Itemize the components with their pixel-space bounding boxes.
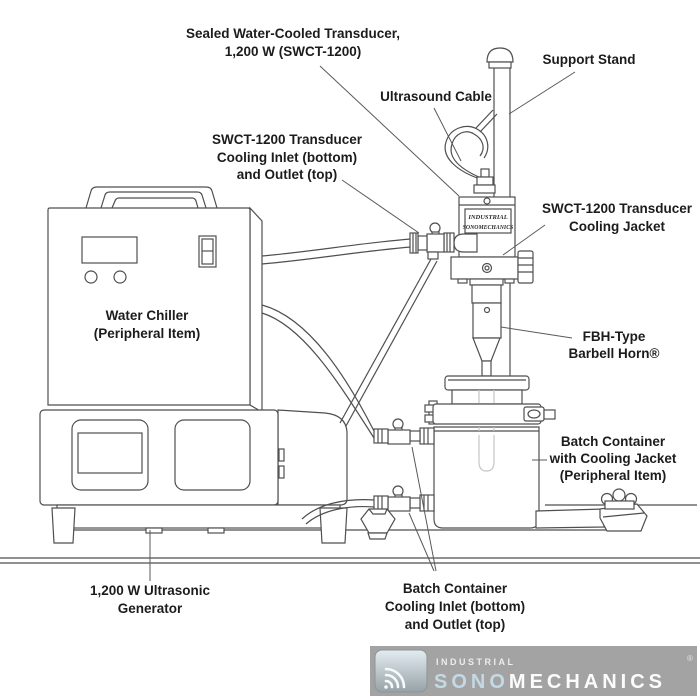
label-barbell-horn-1: FBH-Type	[583, 329, 646, 344]
container-valve-top	[373, 418, 435, 445]
label-transducer-cooling-3: and Outlet (top)	[237, 167, 337, 182]
cable-connector	[480, 168, 490, 178]
chiller-knob	[84, 270, 98, 284]
stand-star-knob	[604, 500, 635, 510]
logo-industrial-text: INDUSTRIAL	[436, 657, 516, 667]
label-cooling-jacket-2: Cooling Jacket	[569, 219, 666, 234]
clamp-knob	[517, 250, 534, 284]
generator-drawing	[39, 409, 348, 544]
container-valve-bottom	[373, 485, 435, 512]
transducer-marking-industrial: INDUSTRIAL	[467, 214, 507, 221]
container-lid-flange	[444, 375, 530, 391]
barbell-horn-drawing	[469, 278, 504, 377]
chiller-display	[81, 236, 138, 264]
label-support-stand: Support Stand	[543, 52, 636, 67]
generator-foot	[319, 507, 348, 544]
ultrasound-cable-drawing	[444, 109, 498, 181]
logo-sonomechanics-text: SONOMECHANICS	[434, 671, 666, 693]
cooling-hoses-drawing	[261, 238, 438, 525]
label-sealed-transducer-2: 1,200 W (SWCT-1200)	[225, 44, 362, 59]
label-batch-cooling-1: Batch Container	[403, 581, 508, 596]
label-cooling-jacket-1: SWCT-1200 Transducer	[542, 201, 693, 216]
logo-mechanics-part: MECHANICS	[509, 671, 666, 693]
water-chiller-drawing	[47, 186, 263, 414]
logo-sono-part: SONO	[434, 671, 509, 693]
batch-container-drawing	[373, 375, 556, 529]
transducer-nameplate	[464, 208, 512, 234]
transducer-valve	[426, 233, 445, 253]
label-batch-cooling-3: and Outlet (top)	[405, 617, 505, 632]
label-batch-container-1: Batch Container	[561, 434, 666, 449]
label-batch-container-3: (Peripheral Item)	[560, 468, 667, 483]
label-generator-2: Generator	[118, 601, 183, 616]
label-batch-cooling-2: Cooling Inlet (bottom)	[385, 599, 525, 614]
label-batch-container-2: with Cooling Jacket	[549, 451, 677, 466]
chiller-knob	[113, 270, 127, 284]
leader-lines	[149, 65, 576, 581]
chiller-handle	[85, 186, 218, 209]
container-body	[433, 426, 540, 529]
support-stand-drawing	[486, 47, 514, 376]
brand-logo: INDUSTRIAL SONOMECHANICS ®	[370, 646, 697, 696]
label-transducer-cooling-1: SWCT-1200 Transducer	[212, 132, 363, 147]
label-water-chiller-2: (Peripheral Item)	[94, 326, 201, 341]
label-water-chiller-1: Water Chiller	[106, 308, 190, 323]
label-barbell-horn-2: Barbell Horn®	[569, 346, 660, 361]
stand-foot	[599, 503, 648, 532]
logo-registered-mark: ®	[687, 654, 693, 663]
transducer-marking-sonomechanics: SONOMECHANICS	[463, 225, 514, 231]
label-transducer-cooling-2: Cooling Inlet (bottom)	[217, 150, 357, 165]
labels: Sealed Water-Cooled Transducer, 1,200 W …	[90, 26, 693, 632]
sonomechanics-wave-icon	[374, 649, 428, 693]
label-ultrasound-cable: Ultrasound Cable	[380, 89, 492, 104]
generator-foot	[51, 507, 76, 544]
label-sealed-transducer-1: Sealed Water-Cooled Transducer,	[186, 26, 400, 41]
label-generator-1: 1,200 W Ultrasonic	[90, 583, 211, 598]
stand-base-drawing	[360, 488, 648, 540]
transducer-drawing: INDUSTRIAL SONOMECHANICS	[409, 168, 534, 284]
generator-side-panel	[174, 419, 251, 491]
